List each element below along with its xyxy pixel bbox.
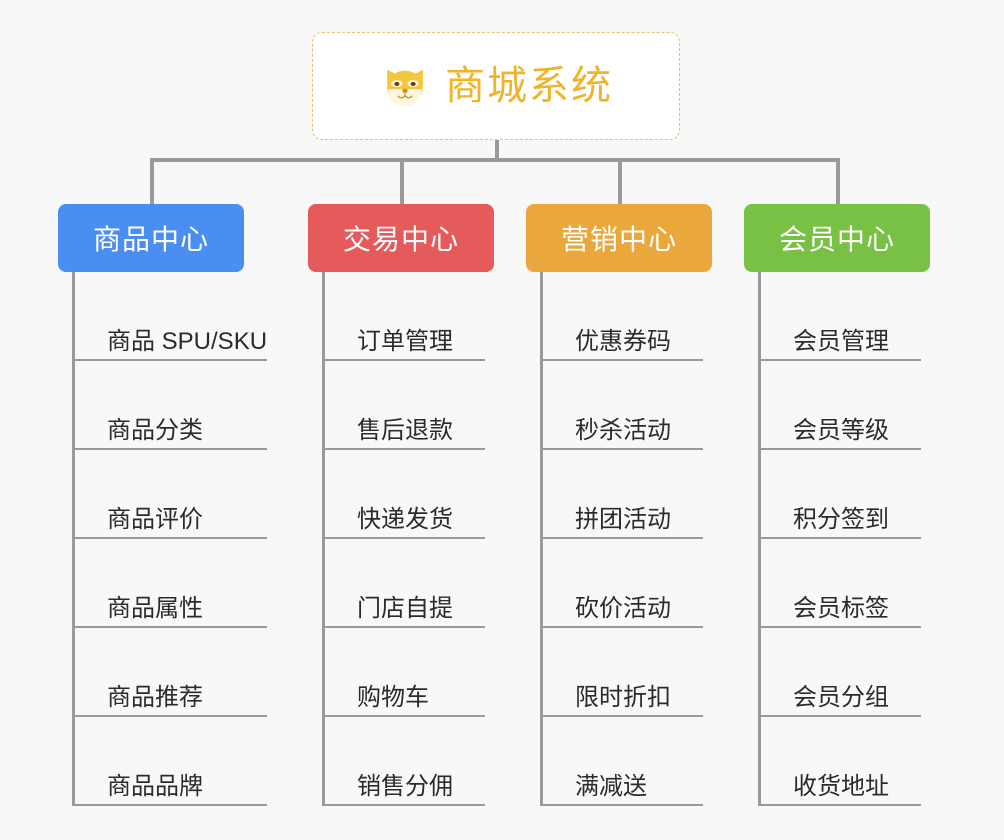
category-header-label: 营销中心 (560, 224, 677, 255)
leaf-item[interactable]: 砍价活动 (543, 539, 728, 628)
leaf-item[interactable]: 满减送 (543, 717, 728, 806)
leaf-item[interactable]: 商品推荐 (75, 628, 288, 717)
leaf-item-label: 门店自提 (357, 594, 453, 622)
category-header-1[interactable]: 交易中心 (308, 204, 494, 272)
category-header-label: 会员中心 (778, 224, 895, 255)
leaf-item[interactable]: 商品分类 (75, 361, 288, 450)
shiba-dog-face-icon (379, 60, 431, 112)
leaf-item[interactable]: 商品品牌 (75, 717, 288, 806)
leaf-item[interactable]: 会员管理 (761, 272, 946, 361)
category-header-label: 商品中心 (92, 224, 209, 255)
leaf-item[interactable]: 限时折扣 (543, 628, 728, 717)
leaf-item[interactable]: 优惠券码 (543, 272, 728, 361)
category-header-0[interactable]: 商品中心 (58, 204, 244, 272)
connector-stem (495, 140, 499, 162)
category-column-会员中心: 会员中心 会员管理 会员等级 积分签到 会员标签 会员分组 收货地址 (744, 204, 946, 806)
root-node[interactable]: 商城系统 (312, 32, 680, 140)
leaf-item-label: 秒杀活动 (575, 416, 671, 444)
category-header-2[interactable]: 营销中心 (526, 204, 712, 272)
leaf-item-label: 优惠券码 (575, 327, 671, 355)
leaf-item-label: 会员标签 (793, 594, 889, 622)
leaf-item[interactable]: 秒杀活动 (543, 361, 728, 450)
connector-drop-1 (400, 158, 404, 206)
leaf-item-label: 积分签到 (793, 505, 889, 533)
leaf-item[interactable]: 商品 SPU/SKU (75, 272, 288, 361)
leaf-list-2: 优惠券码 秒杀活动 拼团活动 砍价活动 限时折扣 满减送 (540, 272, 728, 806)
leaf-item[interactable]: 会员标签 (761, 539, 946, 628)
leaf-item[interactable]: 门店自提 (325, 539, 510, 628)
leaf-item[interactable]: 快递发货 (325, 450, 510, 539)
leaf-list-3: 会员管理 会员等级 积分签到 会员标签 会员分组 收货地址 (758, 272, 946, 806)
leaf-item-label: 商品 SPU/SKU (107, 327, 268, 355)
leaf-item[interactable]: 商品属性 (75, 539, 288, 628)
category-header-3[interactable]: 会员中心 (744, 204, 930, 272)
category-column-商品中心: 商品中心 商品 SPU/SKU 商品分类 商品评价 商品属性 商品推荐 商品品牌 (58, 204, 288, 806)
leaf-item[interactable]: 销售分佣 (325, 717, 510, 806)
leaf-item-label: 商品属性 (107, 594, 203, 622)
category-column-营销中心: 营销中心 优惠券码 秒杀活动 拼团活动 砍价活动 限时折扣 满减送 (526, 204, 728, 806)
leaf-item-label: 销售分佣 (357, 772, 453, 800)
category-header-label: 交易中心 (342, 224, 459, 255)
leaf-list-0: 商品 SPU/SKU 商品分类 商品评价 商品属性 商品推荐 商品品牌 (72, 272, 288, 806)
leaf-item-label: 订单管理 (357, 327, 453, 355)
leaf-list-1: 订单管理 售后退款 快递发货 门店自提 购物车 销售分佣 (322, 272, 510, 806)
leaf-item-label: 限时折扣 (575, 683, 671, 711)
leaf-item-label: 快递发货 (357, 505, 453, 533)
connector-bus (150, 158, 840, 162)
leaf-item-label: 会员分组 (793, 683, 889, 711)
leaf-item[interactable]: 拼团活动 (543, 450, 728, 539)
leaf-item-label: 购物车 (357, 683, 429, 711)
leaf-item[interactable]: 购物车 (325, 628, 510, 717)
leaf-item-label: 商品推荐 (107, 683, 203, 711)
leaf-item-label: 会员管理 (793, 327, 889, 355)
leaf-item[interactable]: 商品评价 (75, 450, 288, 539)
leaf-item[interactable]: 收货地址 (761, 717, 946, 806)
leaf-item-label: 售后退款 (357, 416, 453, 444)
leaf-item[interactable]: 售后退款 (325, 361, 510, 450)
leaf-item-label: 商品分类 (107, 416, 203, 444)
leaf-item[interactable]: 会员分组 (761, 628, 946, 717)
leaf-item[interactable]: 积分签到 (761, 450, 946, 539)
root-title: 商城系统 (445, 64, 613, 108)
connector-drop-2 (618, 158, 622, 206)
leaf-item-label: 满减送 (575, 772, 647, 800)
leaf-item-label: 拼团活动 (575, 505, 671, 533)
connector-drop-0 (150, 158, 154, 206)
leaf-item-label: 商品评价 (107, 505, 203, 533)
leaf-item-label: 商品品牌 (107, 772, 203, 800)
leaf-item[interactable]: 会员等级 (761, 361, 946, 450)
connector-drop-3 (836, 158, 840, 206)
category-column-交易中心: 交易中心 订单管理 售后退款 快递发货 门店自提 购物车 销售分佣 (308, 204, 510, 806)
leaf-item-label: 砍价活动 (575, 594, 671, 622)
leaf-item-label: 收货地址 (793, 772, 889, 800)
leaf-item-label: 会员等级 (793, 416, 889, 444)
leaf-item[interactable]: 订单管理 (325, 272, 510, 361)
